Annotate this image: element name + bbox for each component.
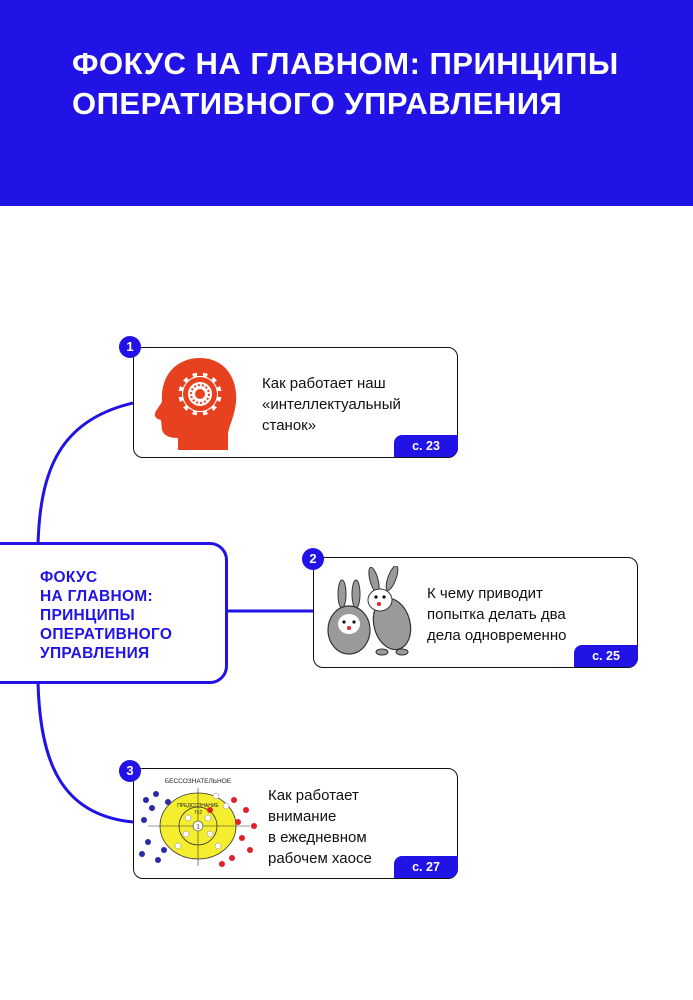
card-text-3: Как работает внимание в ежедневном рабоч… (268, 787, 372, 867)
header-banner: ФОКУС НА ГЛАВНОМ: ПРИНЦИПЫ ОПЕРАТИВНОГО … (0, 0, 693, 206)
attention-diagram: БЕССОЗНАТЕЛЬНОЕ ПРЕДСОЗНАНИЕ 7±2 1 (139, 778, 257, 867)
page-title: ФОКУС НА ГЛАВНОМ: ПРИНЦИПЫ ОПЕРАТИВНОГО … (72, 46, 619, 121)
card-number-badge-2: 2 (302, 548, 324, 570)
page-reference-3[interactable]: с. 27 (394, 856, 458, 878)
card-text-2: К чему приводит попытка делать два дела … (427, 585, 567, 644)
center-node (0, 542, 228, 684)
card-number-badge-1: 1 (119, 336, 141, 358)
page-reference-1[interactable]: с. 23 (394, 435, 458, 457)
diagram-label-preconscious: ПРЕДСОЗНАНИЕ (177, 803, 219, 809)
page-reference-2[interactable]: с. 25 (574, 645, 638, 667)
head-with-gear-icon (154, 358, 237, 450)
diagram-label-focus: 1 (196, 825, 200, 831)
card-number-badge-3: 3 (119, 760, 141, 782)
diagram-label-capacity: 7±2 (194, 810, 203, 816)
center-node-label: ФОКУС НА ГЛАВНОМ: ПРИНЦИПЫ ОПЕРАТИВНОГО … (40, 569, 173, 662)
two-rabbits-icon (327, 566, 412, 656)
card-text-1: Как работает наш «интеллектуальный стано… (262, 375, 401, 434)
diagram-label-unconscious: БЕССОЗНАТЕЛЬНОЕ (165, 778, 232, 785)
